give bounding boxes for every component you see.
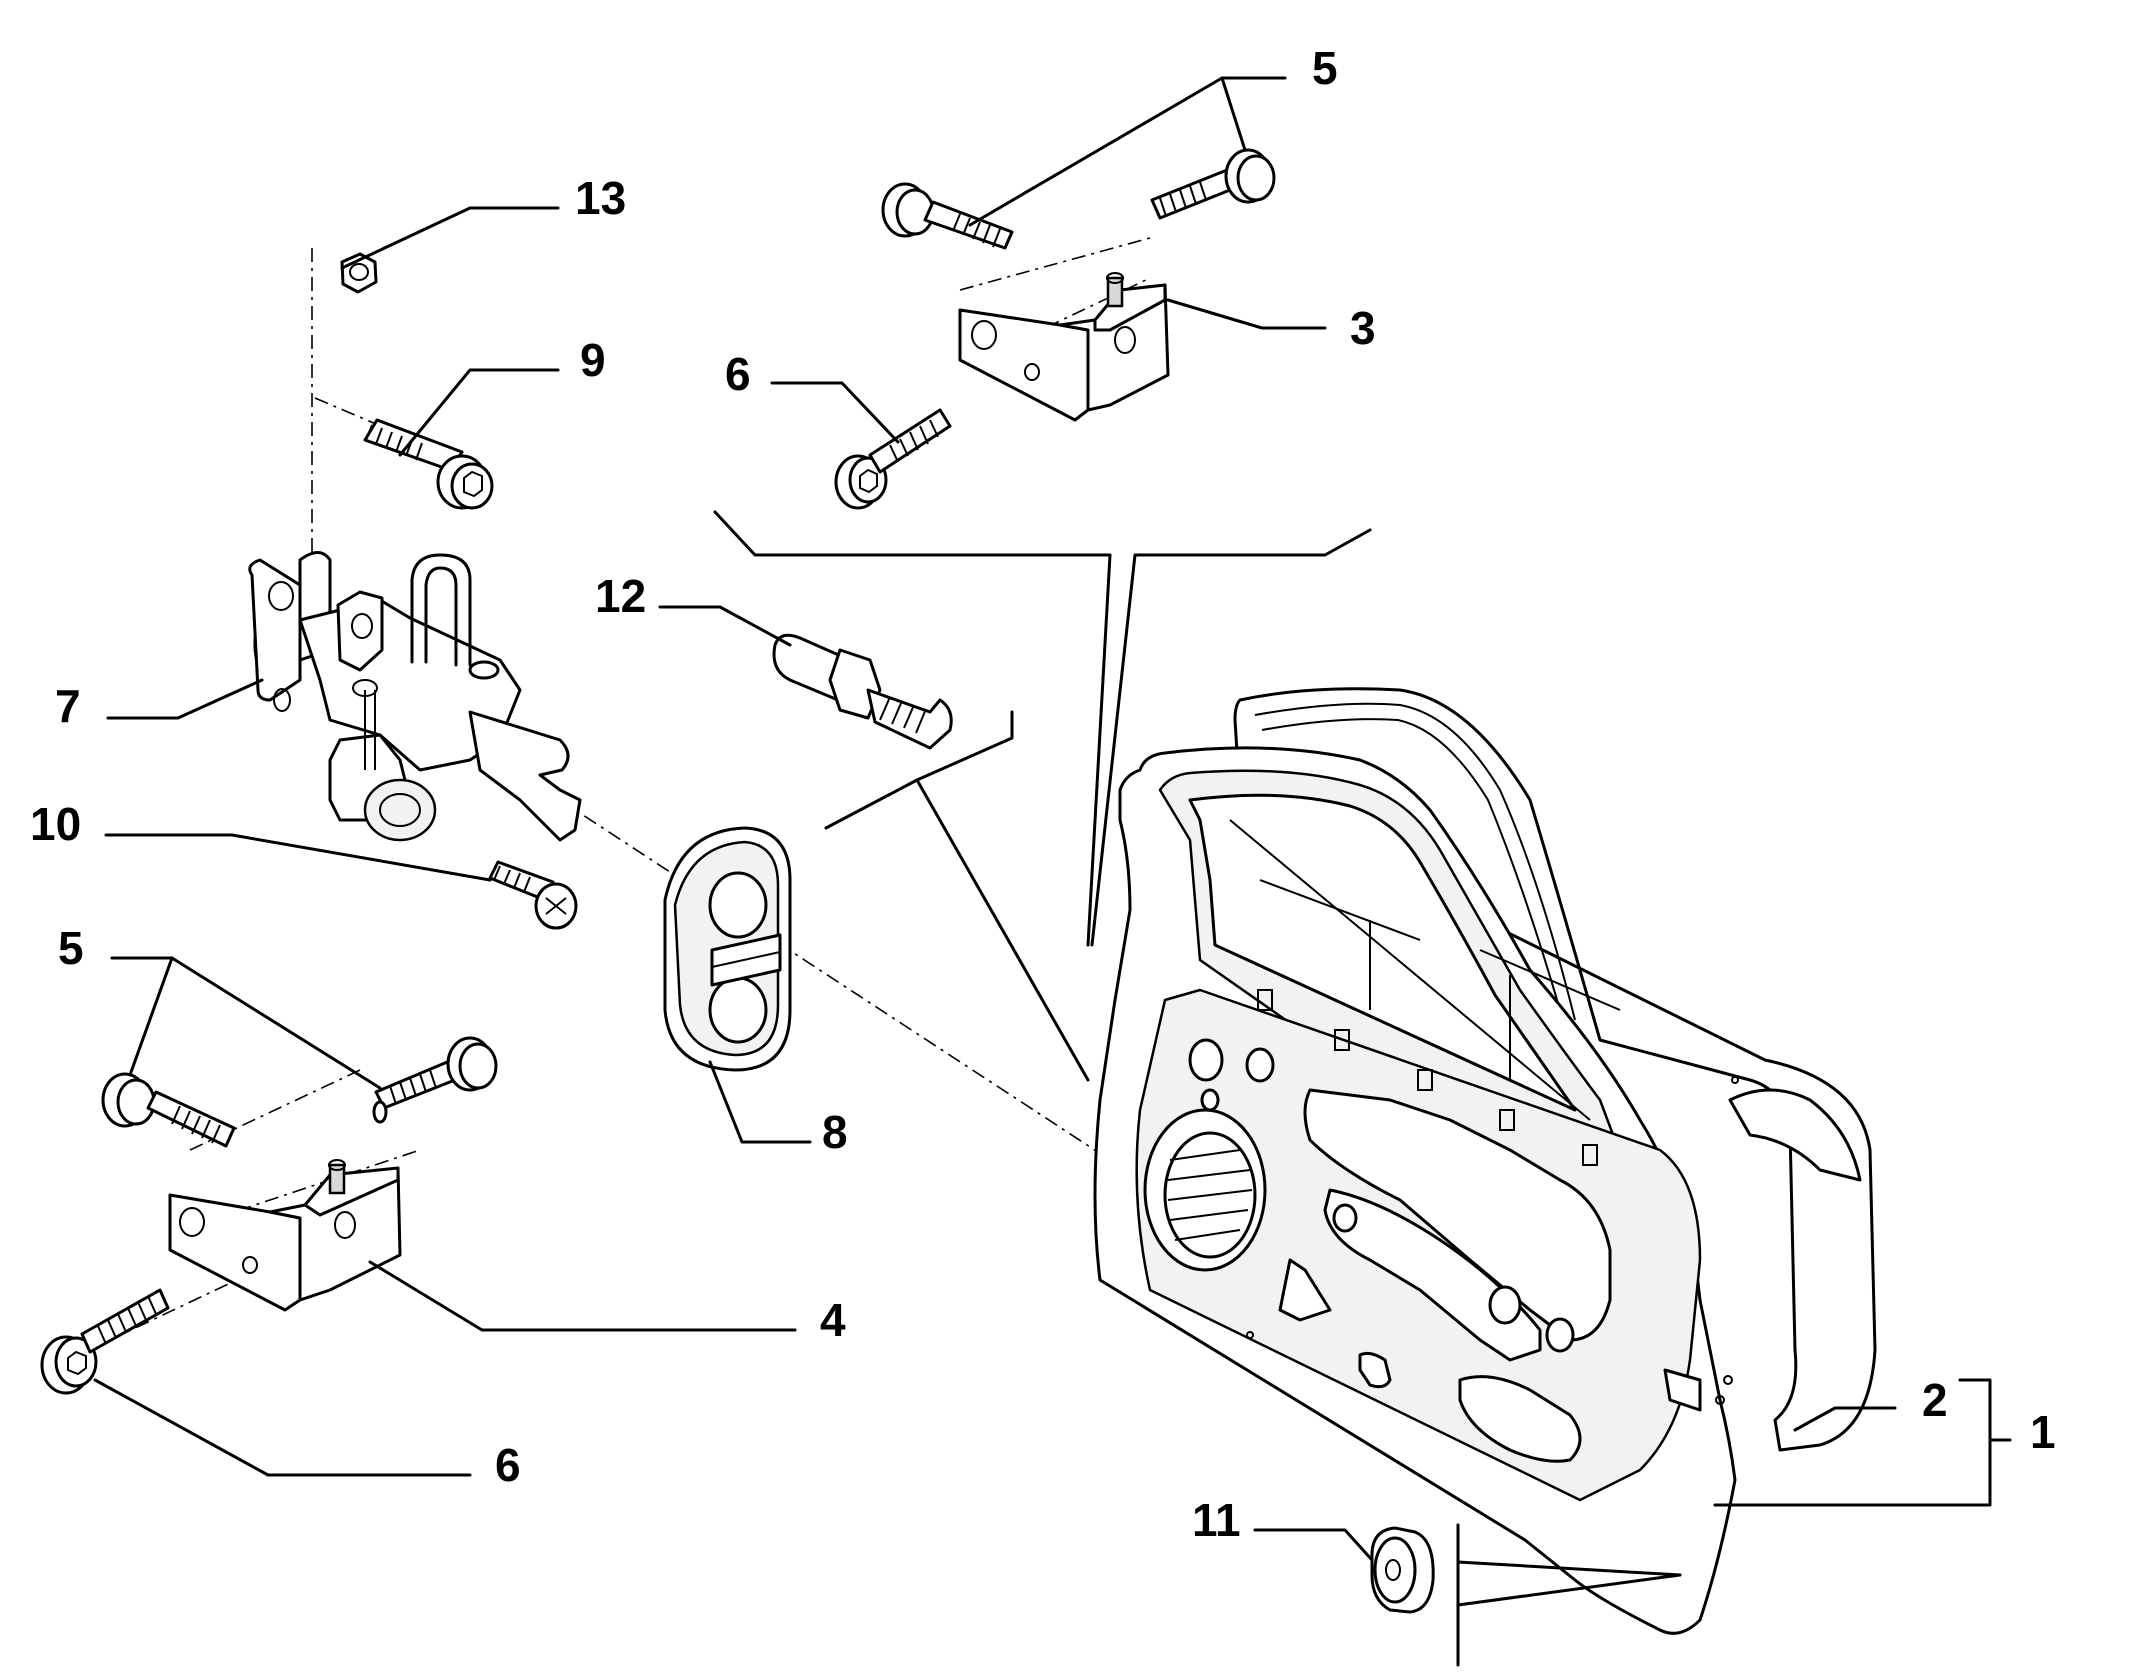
callout-7: 7 <box>55 680 81 732</box>
callout-10: 10 <box>30 798 81 850</box>
leader-lines <box>93 76 2012 1562</box>
breakout-lines <box>713 510 1682 1667</box>
hinge-3 <box>958 272 1170 422</box>
door-assembly-1 <box>1093 687 1877 1635</box>
callout-6-top: 6 <box>725 348 751 400</box>
callout-5-left: 5 <box>58 922 84 974</box>
rubber-buffer-8 <box>663 826 792 1072</box>
callout-13: 13 <box>575 172 626 224</box>
callout-8: 8 <box>822 1106 848 1158</box>
door-check-7 <box>248 551 582 842</box>
bolts-5-left <box>101 1036 498 1148</box>
striker-pin-12 <box>772 633 953 750</box>
callout-labels: 13 9 7 10 5 6 4 8 12 5 6 3 11 2 1 <box>30 42 2056 1546</box>
assembly-axes <box>109 237 1151 1341</box>
callout-5-top: 5 <box>1312 42 1338 94</box>
hinge-4 <box>168 1159 402 1312</box>
screw-9 <box>363 418 494 510</box>
bump-stop-11 <box>1370 1526 1435 1614</box>
callout-11: 11 <box>1192 1494 1241 1546</box>
callout-9: 9 <box>580 334 606 386</box>
callout-6-bottom: 6 <box>495 1439 521 1491</box>
screw-10 <box>488 860 578 930</box>
callout-12: 12 <box>595 570 646 622</box>
callout-3: 3 <box>1350 302 1376 354</box>
callout-4: 4 <box>820 1294 846 1346</box>
screw-6-top <box>834 408 952 510</box>
callout-1: 1 <box>2030 1406 2056 1458</box>
bolts-5-top <box>881 148 1276 250</box>
screw-6-bottom <box>40 1288 170 1395</box>
callout-2: 2 <box>1922 1374 1948 1426</box>
